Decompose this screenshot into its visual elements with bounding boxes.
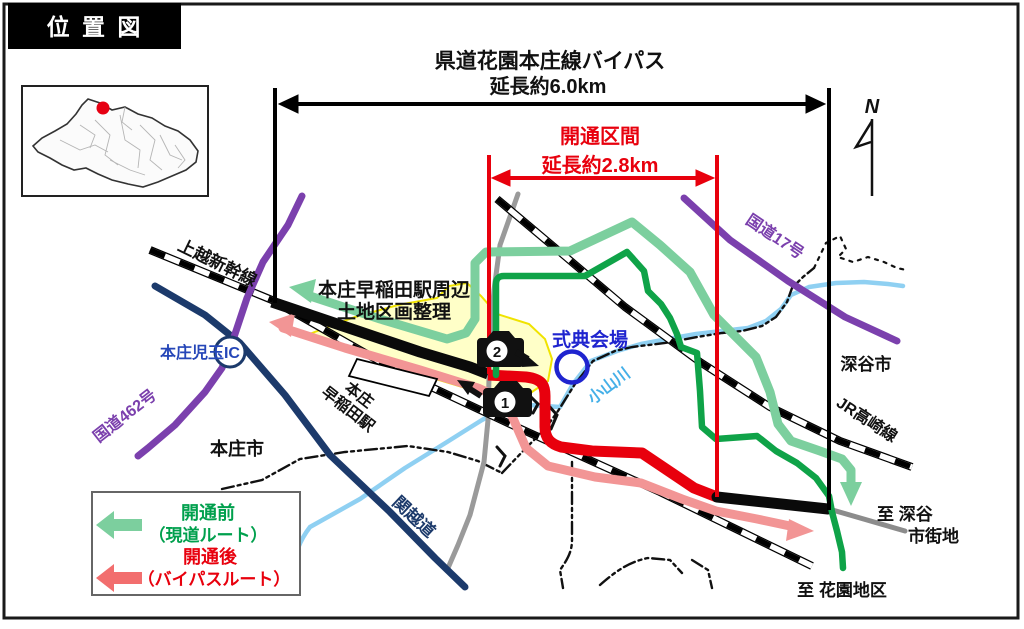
prefecture-outline <box>31 98 199 188</box>
prefecture-municipal-lines <box>59 106 186 176</box>
total-length-measure <box>273 88 831 510</box>
inset-prefecture-map <box>21 85 209 197</box>
before-arrowhead-south <box>840 482 862 506</box>
north-label: N <box>865 96 880 118</box>
camera-marker-2: 2 <box>477 331 539 367</box>
project-location-dot <box>96 101 110 115</box>
opening-section-length: 延長約2.8km <box>541 153 659 177</box>
current-road-green <box>492 248 847 572</box>
gray-road-to-fukaya <box>826 506 908 534</box>
legend-after-title: 開通後 <box>183 546 238 567</box>
label-to-fukaya-1: 至 深谷 <box>877 504 934 524</box>
bridge-marks <box>495 394 559 468</box>
honjo-kodama-ic-circle <box>213 335 247 369</box>
label-fukaya-city: 深谷市 <box>841 354 892 374</box>
legend-before-title: 開通前 <box>181 502 235 523</box>
opening-section-title: 開通区間 <box>560 125 640 148</box>
map-title-line2: 延長約6.0km <box>489 74 607 98</box>
north-arrow: N <box>853 96 880 196</box>
label-land-readjustment-2: 土地区画整理 <box>337 300 451 323</box>
legend-before-sub: （現道ルート） <box>149 525 268 545</box>
camera-2-direction-arrow <box>522 353 539 367</box>
legend-box: 開通前 （現道ルート） 開通後 （バイパスルート） <box>91 491 301 596</box>
bypass-opening-red-section <box>487 369 720 503</box>
route-17-road <box>680 194 901 345</box>
page-title: 位 置 図 <box>47 14 144 40</box>
label-land-readjustment-1: 本庄早稲田駅周辺 <box>318 278 470 301</box>
legend-before-arrow-icon <box>96 511 142 539</box>
after-arrowhead-west <box>269 313 295 337</box>
camera-marker-1: 1 <box>457 380 532 417</box>
route-after-opening-arrow <box>269 313 814 541</box>
kanetsu-expressway-road <box>151 282 469 591</box>
camera-2-number: 2 <box>493 344 501 361</box>
label-ceremony-site: 式典会場 <box>552 328 628 351</box>
route-before-opening-arrow <box>289 217 862 506</box>
label-honjo-kodama-ic: 本庄児玉IC <box>160 343 240 362</box>
title-block: 位 置 図 <box>8 3 181 49</box>
legend-after-arrow-icon <box>96 564 142 592</box>
camera-1-direction-arrow <box>457 380 475 395</box>
after-arrowhead-east <box>786 519 814 541</box>
boundary-knot-squiggles <box>812 234 908 272</box>
label-honjo-city: 本庄市 <box>210 438 264 459</box>
camera-1-number: 1 <box>501 395 509 412</box>
label-to-fukaya-2: 市街地 <box>908 526 959 546</box>
map-title-line1: 県道花園本庄線バイパス <box>435 49 666 73</box>
bypass-west-section <box>270 296 490 380</box>
label-to-hanazono: 至 花園地区 <box>797 580 887 600</box>
ceremony-site-circle <box>554 349 590 385</box>
before-arrowhead-west <box>289 279 316 303</box>
bypass-east-section <box>711 491 834 515</box>
honjo-waseda-station-building <box>347 357 439 398</box>
legend-after-sub: （バイパスルート） <box>138 569 291 589</box>
